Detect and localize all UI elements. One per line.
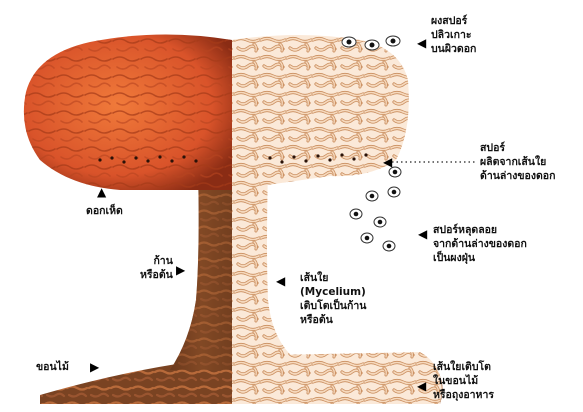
label-spore-produced: สปอร์ ผลิตจากเส้นใย ด้านล่างของดอก xyxy=(480,141,555,183)
label-spore-drift: สปอร์หลุดลอย จากด้านล่างของดอก เป็นผงฝุ่… xyxy=(433,223,527,265)
arrow-left-icon: ◀ xyxy=(418,228,427,240)
label-mushroom-cap: ดอกเห็ด xyxy=(86,204,123,218)
floating-spores xyxy=(350,167,401,251)
arrow-up-icon: ▲ xyxy=(97,186,106,198)
label-mycelium: เส้นใย (Mycelium) เติบโตเป็นก้าน หรือต้น xyxy=(300,271,366,327)
label-mycelium-growth: เส้นใยเติบโต ในขอนไม้ หรือถุงอาหาร xyxy=(433,360,494,402)
arrow-left-icon: ◀ xyxy=(383,156,392,168)
stem-mycelium xyxy=(232,170,296,360)
label-log: ขอนไม้ xyxy=(36,360,69,374)
arrow-right-icon: ▶ xyxy=(90,361,99,373)
label-spore-powder: ผงสปอร์ ปลิวเกาะ บนผิวดอก xyxy=(431,14,476,56)
arrow-left-icon: ◀ xyxy=(417,380,426,392)
arrow-left-icon: ◀ xyxy=(276,275,285,287)
label-stem: ก้าน หรือต้น xyxy=(140,254,173,282)
arrow-right-icon: ▶ xyxy=(176,264,185,276)
arrow-left-icon: ◀ xyxy=(417,37,426,49)
